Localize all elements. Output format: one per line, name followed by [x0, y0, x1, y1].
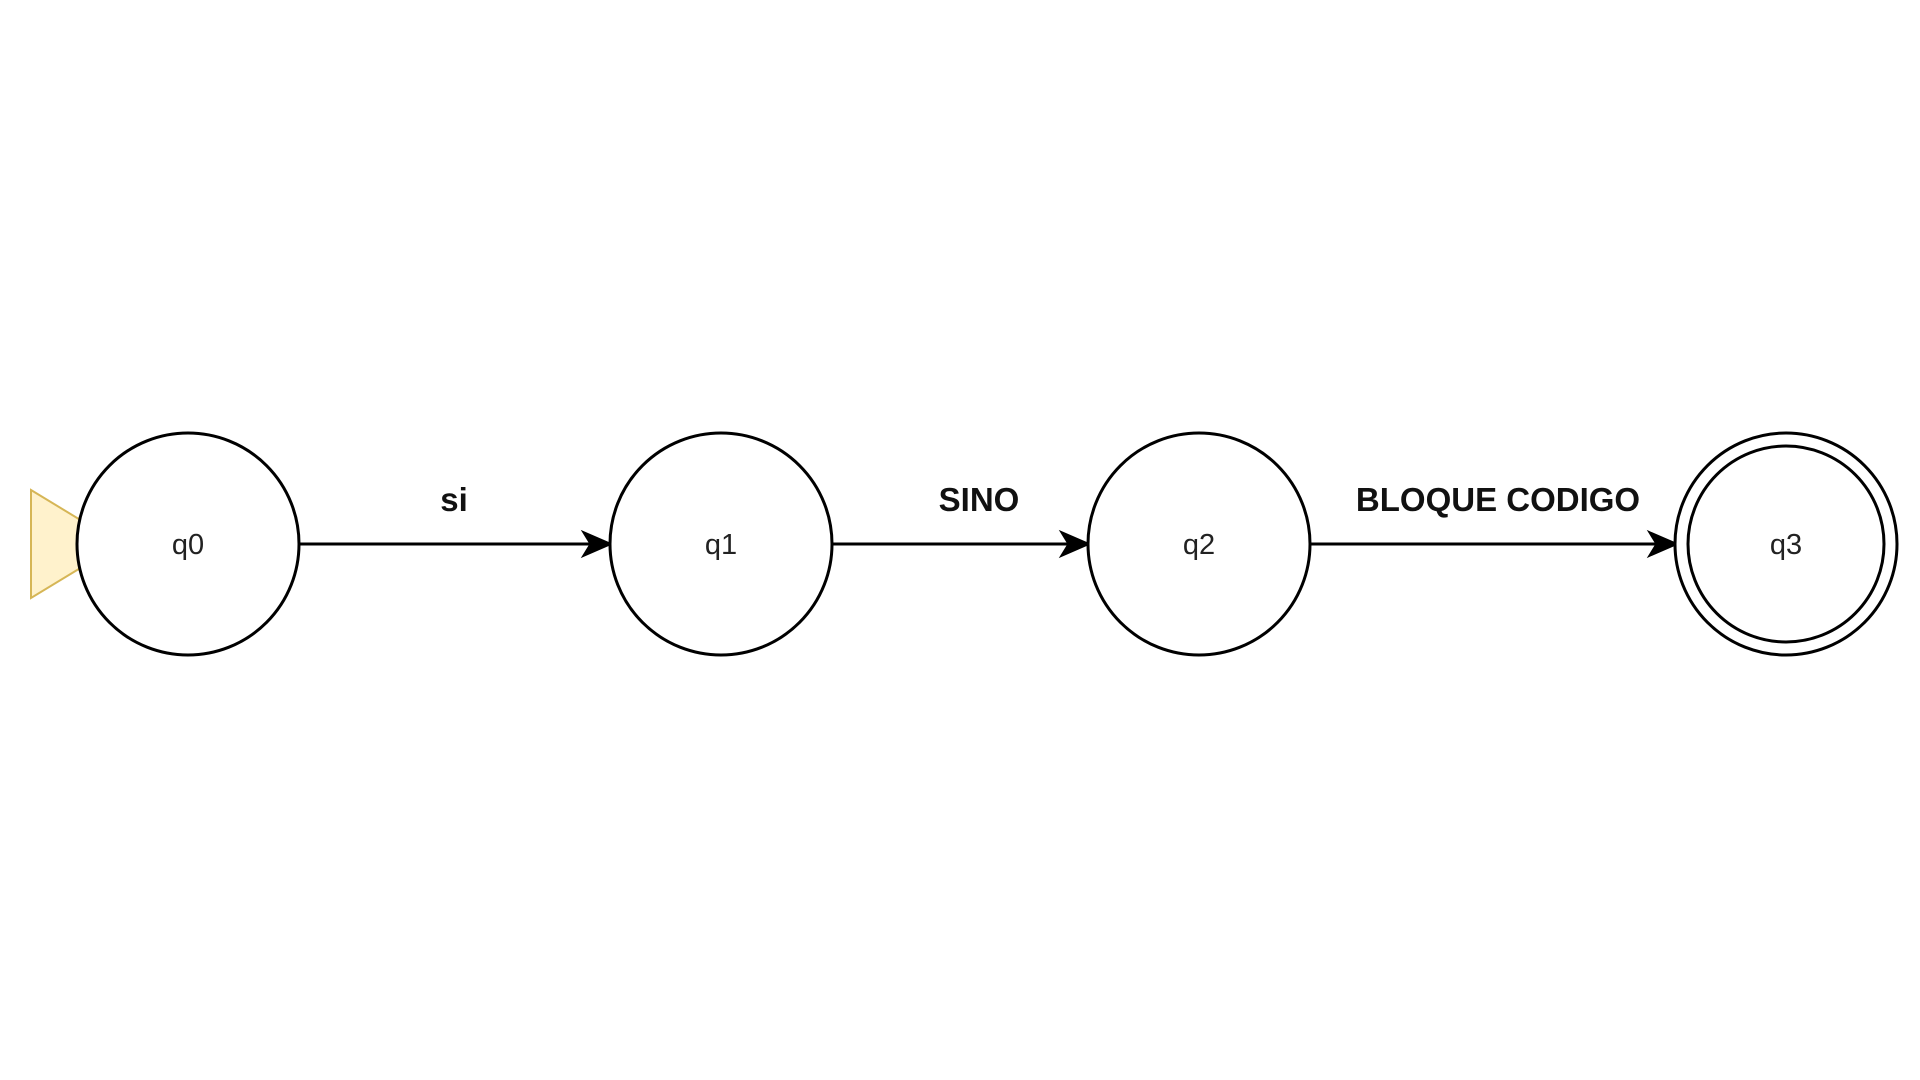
state-label: q1	[705, 529, 737, 561]
transition-label: BLOQUE CODIGO	[1356, 481, 1640, 518]
state-q3-accepting[interactable]: q3	[1673, 431, 1899, 657]
state-circle	[75, 431, 301, 657]
state-q1[interactable]: q1	[608, 431, 834, 657]
state-label: q0	[172, 529, 204, 561]
state-inner-circle	[1686, 444, 1886, 644]
transition-label: si	[440, 481, 468, 518]
transition-label: SINO	[939, 481, 1020, 518]
arrow-head-icon	[1646, 529, 1680, 559]
arrow-head-icon	[580, 529, 614, 559]
arrow-head-icon	[1058, 529, 1092, 559]
state-q0[interactable]: q0	[75, 431, 301, 657]
state-circle	[1086, 431, 1312, 657]
state-q2[interactable]: q2	[1086, 431, 1312, 657]
state-label: q2	[1183, 529, 1215, 561]
state-circle	[608, 431, 834, 657]
transition-q0-q1[interactable]: si	[299, 481, 614, 559]
transition-q2-q3[interactable]: BLOQUE CODIGO	[1311, 481, 1680, 559]
state-label: q3	[1770, 529, 1802, 561]
transition-q1-q2[interactable]: SINO	[833, 481, 1092, 559]
